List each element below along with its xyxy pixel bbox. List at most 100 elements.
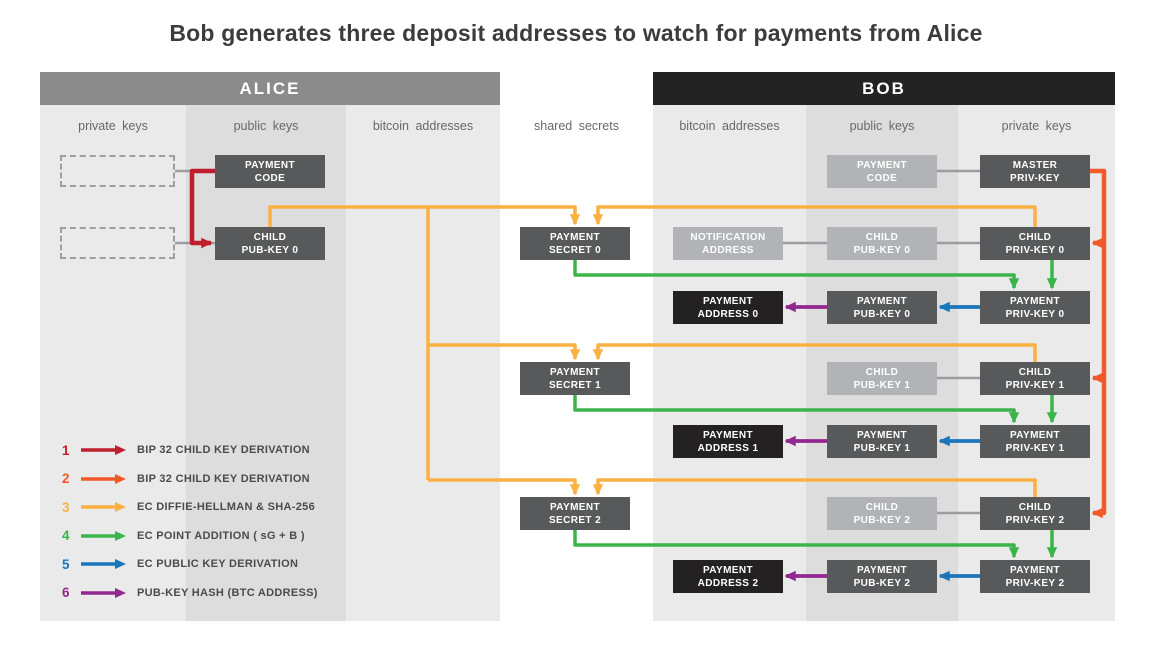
box-label-top: PAYMENT <box>856 564 908 576</box>
box-label-bottom: PUB-KEY 2 <box>853 514 911 526</box>
legend-arrow-head <box>115 445 126 455</box>
column-label-alice-bitcoin-addresses: bitcoin addresses <box>372 119 474 133</box>
bip32-derivation-alice-arrow <box>189 168 215 249</box>
legend-label: BIP 32 CHILD KEY DERIVATION <box>137 444 310 456</box>
box-label-bottom: ADDRESS 0 <box>697 308 759 320</box>
box-label-bottom: PUB-KEY 1 <box>853 442 911 454</box>
legend-item-4: 4 EC POINT ADDITION ( sG + B ) <box>62 525 318 547</box>
box-label-top: PAYMENT <box>549 501 601 513</box>
legend-label: EC PUBLIC KEY DERIVATION <box>137 558 299 570</box>
bob-header: BOB <box>653 72 1115 105</box>
box-label-top: CHILD <box>1018 231 1052 243</box>
legend: 1 BIP 32 CHILD KEY DERIVATION 2 BIP 32 C… <box>62 439 318 610</box>
notification-address-box: NOTIFICATION ADDRESS <box>673 227 783 260</box>
legend-label: EC DIFFIE-HELLMAN & SHA-256 <box>137 501 315 513</box>
payment-pubkey-2-box: PAYMENT PUB-KEY 2 <box>827 560 937 593</box>
paymentcode-to-childpubkey0 <box>189 168 215 249</box>
bob-payment-code-box: PAYMENT CODE <box>827 155 937 188</box>
legend-arrow-head <box>115 587 126 598</box>
box-label-bottom: PRIV-KEY 2 <box>1005 577 1065 589</box>
legend-item-5: 5 EC PUBLIC KEY DERIVATION <box>62 553 318 575</box>
box-label-bottom: PUB-KEY 0 <box>241 244 299 256</box>
bob-child-pubkey-2-box: CHILD PUB-KEY 2 <box>827 497 937 530</box>
secret2-to-paymentprivkey2 <box>573 530 1020 559</box>
box-label-bottom: SECRET 1 <box>548 379 602 391</box>
legend-label: PUB-KEY HASH (BTC ADDRESS) <box>137 586 318 599</box>
legend-item-6: 6 PUB-KEY HASH (BTC ADDRESS) <box>62 582 318 604</box>
payment-privkey-1-box: PAYMENT PRIV-KEY 1 <box>980 425 1090 458</box>
box-label-top: PAYMENT <box>1009 295 1061 307</box>
ecdh-alice-to-secret1 <box>428 343 581 361</box>
box-label-top: CHILD <box>1018 366 1052 378</box>
payment-address-1-box: PAYMENT ADDRESS 1 <box>673 425 783 458</box>
legend-number: 2 <box>62 471 70 486</box>
legend-arrow-head <box>115 502 126 512</box>
legend-orange-arrow-icon <box>81 473 126 484</box>
box-label-top: PAYMENT <box>702 295 754 307</box>
bob-child-privkey-0-box: CHILD PRIV-KEY 0 <box>980 227 1090 260</box>
box-label-bottom: PRIV-KEY 1 <box>1005 379 1065 391</box>
box-label-top: PAYMENT <box>244 159 296 171</box>
box-label-bottom: ADDRESS <box>702 244 754 256</box>
box-label-bottom: PRIV-KEY <box>1010 172 1060 184</box>
bob-child-pubkey-0-box: CHILD PUB-KEY 0 <box>827 227 937 260</box>
legend-number: 3 <box>62 499 70 515</box>
box-label-top: CHILD <box>865 366 899 378</box>
box-label-bottom: PRIV-KEY 2 <box>1005 514 1065 526</box>
legend-number: 6 <box>62 585 70 600</box>
box-label-bottom: ADDRESS 2 <box>697 577 759 589</box>
ecdh-arrows <box>268 205 1037 497</box>
column-label-alice-public-keys: public keys <box>233 119 299 133</box>
alice-private-key-placeholder-1 <box>60 155 175 187</box>
alice-bitcoin-addresses-band <box>346 105 500 621</box>
legend-red-arrow-icon <box>81 445 126 455</box>
ecdh-bob0-to-secret0 <box>592 205 1037 227</box>
legend-number: 1 <box>62 442 70 458</box>
column-label-alice-private-keys: private keys <box>78 119 148 133</box>
legend-item-2: 2 BIP 32 CHILD KEY DERIVATION <box>62 468 318 490</box>
box-label-top: PAYMENT <box>702 429 754 441</box>
column-label-bob-public-keys: public keys <box>849 119 915 133</box>
ecdh-bob2-to-secret2 <box>592 478 1037 497</box>
bob-child-pubkey-1-box: CHILD PUB-KEY 1 <box>827 362 937 395</box>
bob-child-privkey-2-box: CHILD PRIV-KEY 2 <box>980 497 1090 530</box>
box-label-bottom: PUB-KEY 2 <box>853 577 911 589</box>
payment-secret-0-box: PAYMENT SECRET 0 <box>520 227 630 260</box>
box-label-bottom: PRIV-KEY 0 <box>1005 244 1065 256</box>
box-label-top: CHILD <box>865 231 899 243</box>
legend-item-1: 1 BIP 32 CHILD KEY DERIVATION <box>62 439 318 461</box>
bob-child-privkey-1-box: CHILD PRIV-KEY 1 <box>980 362 1090 395</box>
box-label-top: MASTER <box>1012 159 1058 171</box>
box-label-top: PAYMENT <box>856 295 908 307</box>
box-label-top: CHILD <box>253 231 287 243</box>
secret0-to-paymentprivkey0 <box>573 260 1020 290</box>
derivation-connectors <box>175 169 980 515</box>
box-label-bottom: PUB-KEY 0 <box>853 244 911 256</box>
alice-payment-code-box: PAYMENT CODE <box>215 155 325 188</box>
payment-pubkey-1-box: PAYMENT PUB-KEY 1 <box>827 425 937 458</box>
legend-green-arrow-icon <box>81 530 126 541</box>
payment-privkey-2-box: PAYMENT PRIV-KEY 2 <box>980 560 1090 593</box>
legend-label: EC POINT ADDITION ( sG + B ) <box>137 529 305 542</box>
alice-private-key-placeholder-2 <box>60 227 175 259</box>
box-label-bottom: PUB-KEY 0 <box>853 308 911 320</box>
payment-address-0-box: PAYMENT ADDRESS 0 <box>673 291 783 324</box>
legend-number: 5 <box>62 556 70 572</box>
box-label-top: PAYMENT <box>549 231 601 243</box>
payment-secret-1-box: PAYMENT SECRET 1 <box>520 362 630 395</box>
box-label-top: PAYMENT <box>856 429 908 441</box>
legend-purple-arrow-icon <box>81 587 126 598</box>
legend-yellow-arrow-icon <box>81 502 126 512</box>
box-label-top: PAYMENT <box>549 366 601 378</box>
master-priv-key-box: MASTER PRIV-KEY <box>980 155 1090 188</box>
ecdh-bob1-to-secret1 <box>592 343 1037 362</box>
box-label-bottom: PRIV-KEY 0 <box>1005 308 1065 320</box>
legend-arrow-head <box>115 530 126 541</box>
legend-label: BIP 32 CHILD KEY DERIVATION <box>137 472 310 485</box>
masterprivkey-to-childprivkey2 <box>1090 168 1107 519</box>
box-label-top: PAYMENT <box>856 159 908 171</box>
box-label-bottom: PUB-KEY 1 <box>853 379 911 391</box>
box-label-bottom: CODE <box>254 172 286 184</box>
box-label-top: CHILD <box>865 501 899 513</box>
